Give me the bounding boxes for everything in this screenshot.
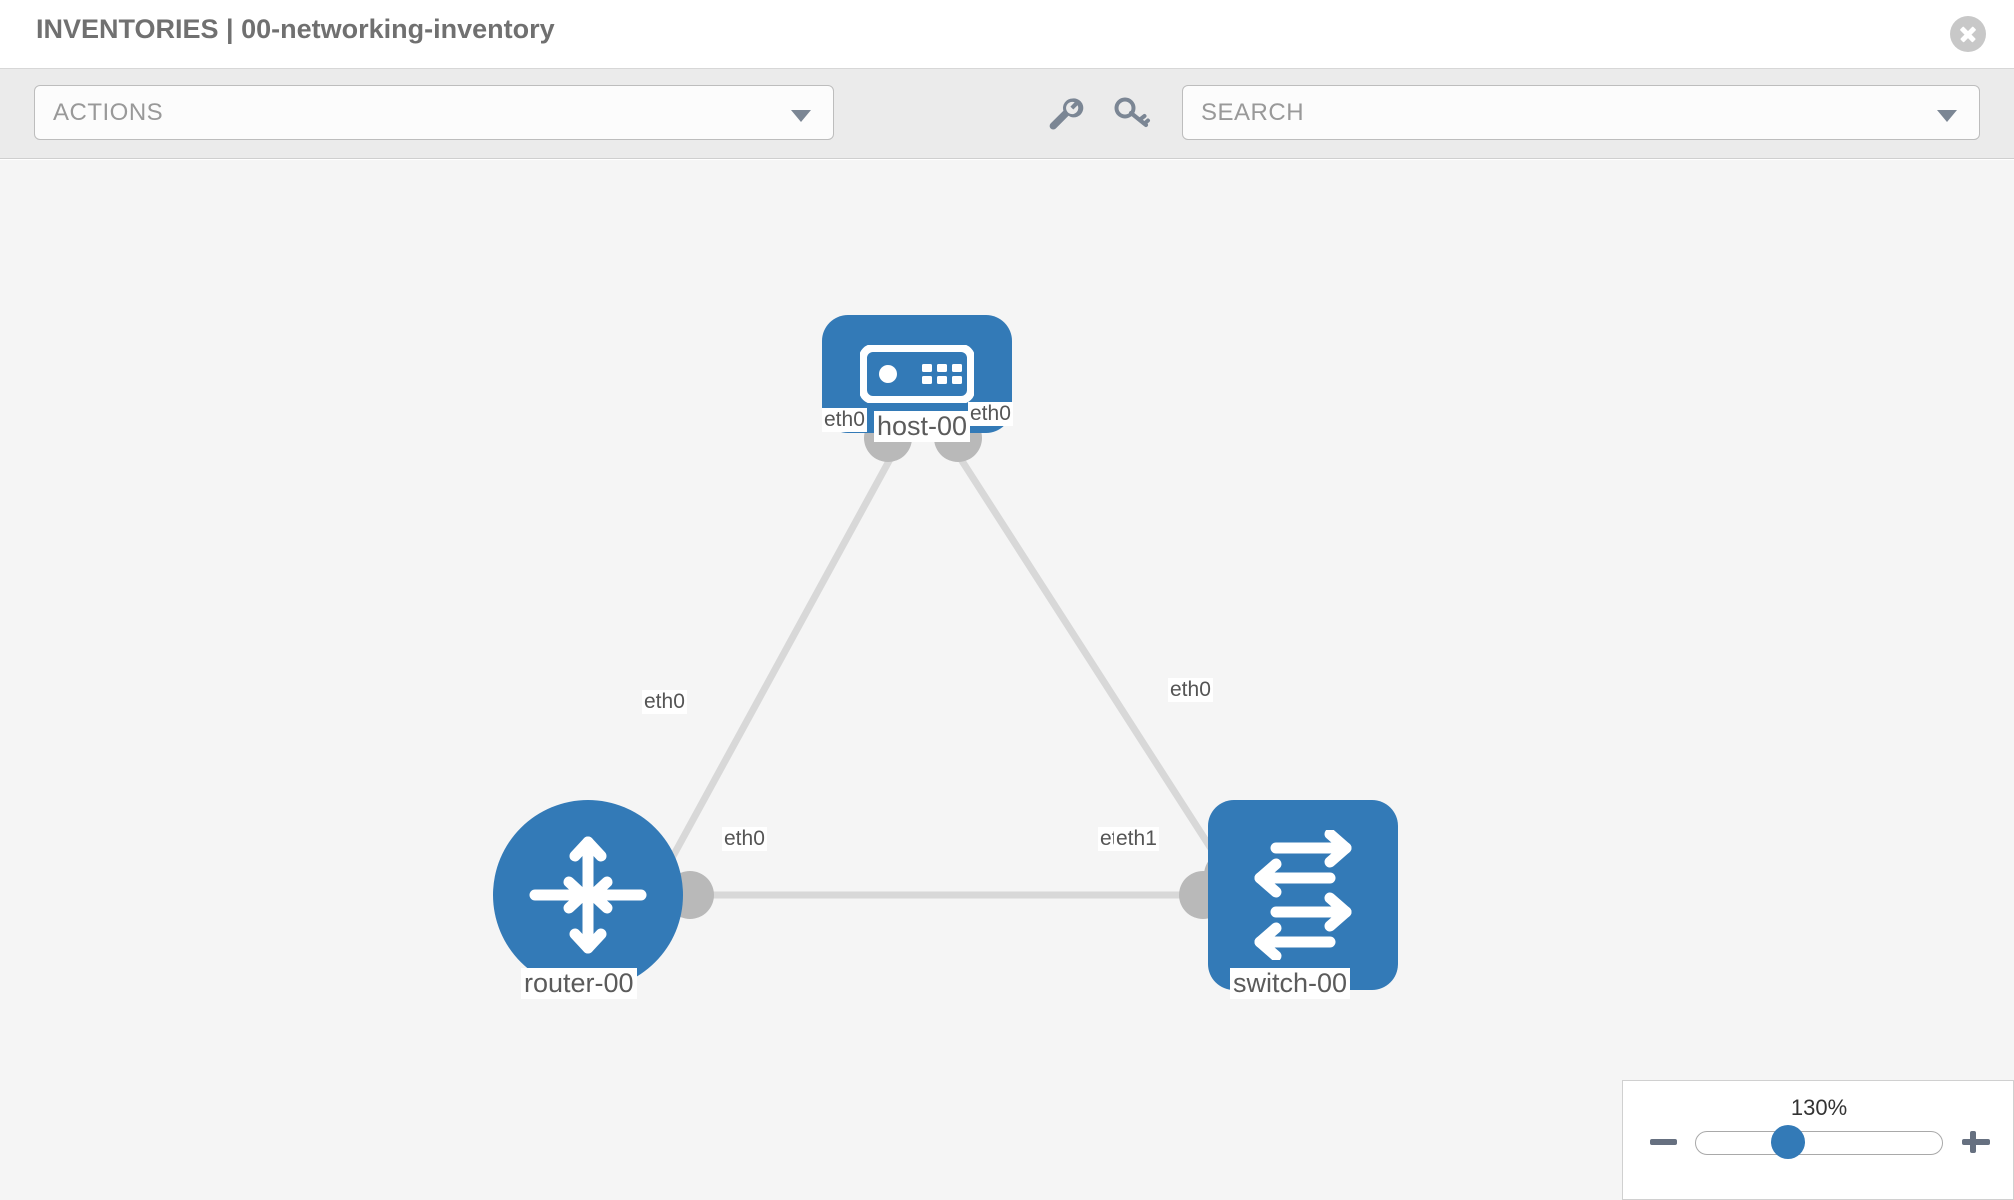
minus-icon-bar [1650,1139,1677,1145]
node-switch-00-label: switch-00 [1230,968,1351,999]
close-icon[interactable] [1950,16,1986,52]
interface-label: eth0 [642,690,687,714]
wrench-icon[interactable] [1042,92,1086,136]
plus-icon[interactable] [1959,1125,1993,1159]
topology-node-switch-00[interactable]: switch-00 [1208,800,1398,999]
search-placeholder: SEARCH [1201,99,1305,126]
topology-canvas[interactable]: host-00 router-00 [0,160,2014,1200]
plus-icon-bar-h [1962,1139,1990,1145]
chevron-down-icon [791,110,811,122]
search-input[interactable]: SEARCH [1182,85,1980,140]
server-icon [860,345,974,403]
interface-label: eth0 [968,402,1013,426]
edge-host-router [656,448,899,882]
page-title: INVENTORIES | 00-networking-inventory [36,14,555,44]
topology-node-router-00[interactable]: router-00 [493,800,683,999]
minus-icon[interactable] [1647,1125,1681,1159]
key-icon[interactable] [1110,92,1154,136]
plus-icon-bar-v [1970,1131,1976,1153]
page-header: INVENTORIES | 00-networking-inventory [0,0,2014,69]
zoom-slider-thumb[interactable] [1771,1125,1805,1159]
chevron-down-icon [1937,110,1957,122]
zoom-slider-track[interactable] [1695,1131,1943,1155]
interface-label: eth0 [1168,678,1213,702]
interface-label: eth0 [822,408,867,432]
topology-edges [656,448,1231,899]
actions-dropdown-label: ACTIONS [53,99,164,126]
switch-arrows-icon [1254,830,1352,960]
zoom-control-panel: 130% [1622,1080,2014,1200]
interface-label: eth0 [722,827,767,851]
zoom-level-value: 130% [1790,1095,1848,1120]
node-host-00-label: host-00 [874,411,971,442]
edge-host-switch [952,448,1231,877]
interface-label: eth1 [1114,827,1159,851]
actions-dropdown[interactable]: ACTIONS [34,85,834,140]
node-switch-00-shape [1208,800,1398,990]
node-router-00-label: router-00 [521,968,637,999]
router-arrows-icon [529,836,647,954]
